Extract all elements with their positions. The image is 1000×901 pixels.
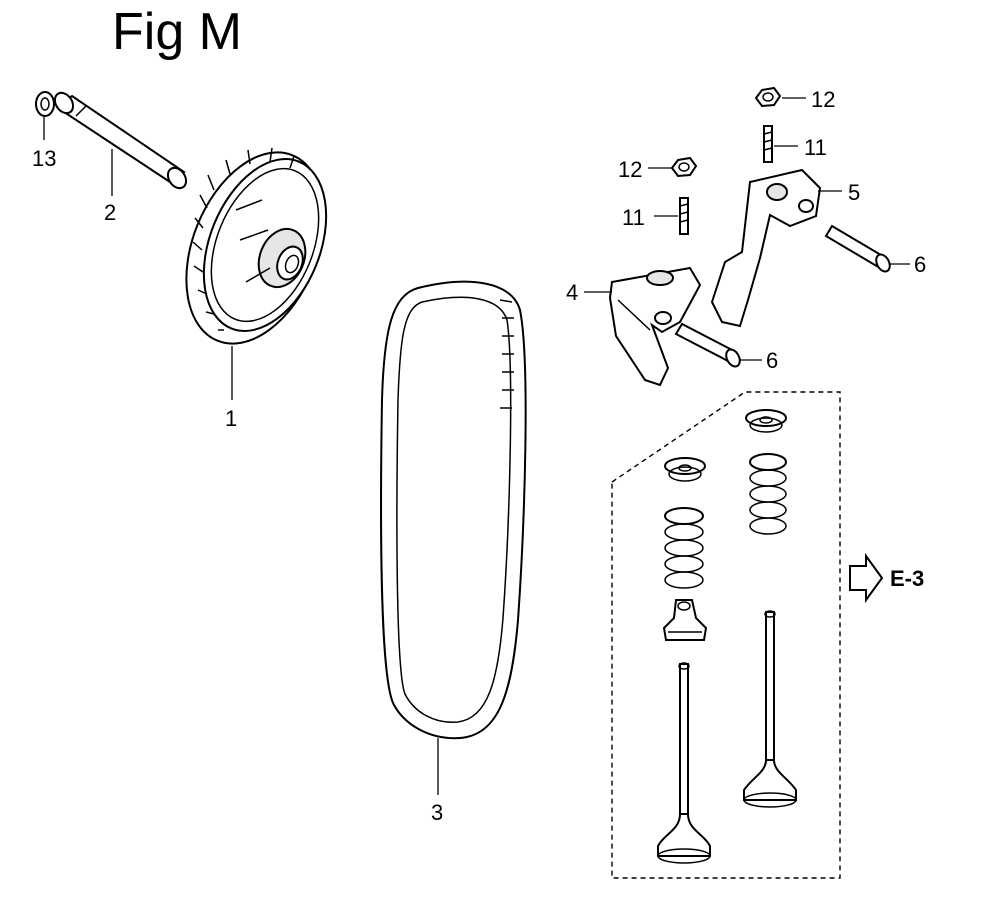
nut-12-right[interactable] — [754, 86, 782, 108]
rocker-arm-4[interactable] — [608, 266, 702, 387]
callout-1: 1 — [225, 406, 237, 431]
reference-label[interactable]: E-3 — [890, 566, 924, 591]
valve-spring-right[interactable] — [749, 453, 787, 535]
valve-right[interactable] — [743, 610, 797, 808]
callout-5: 5 — [848, 180, 860, 205]
valve-assembly-box — [611, 391, 841, 879]
valve-stem-seal-left[interactable] — [662, 599, 708, 641]
callout-12-left: 12 — [618, 157, 642, 182]
shaft-2[interactable] — [51, 89, 190, 191]
washer-13[interactable] — [35, 91, 55, 117]
valve-retainer-left[interactable] — [664, 457, 706, 482]
valve-spring-left[interactable] — [664, 507, 704, 589]
valve-retainer-right[interactable] — [745, 409, 787, 433]
timing-belt-3[interactable] — [380, 280, 527, 740]
callout-11-left: 11 — [622, 205, 645, 230]
callout-3: 3 — [431, 800, 443, 825]
pivot-bolt-6-upper[interactable] — [824, 224, 893, 274]
adjusting-screw-11-right[interactable] — [763, 125, 773, 163]
reference-arrow-icon[interactable] — [849, 552, 884, 604]
adjusting-screw-11-left[interactable] — [679, 197, 689, 235]
callout-4: 4 — [566, 280, 578, 305]
valve-left[interactable] — [657, 662, 711, 864]
callout-6-lower: 6 — [766, 348, 778, 373]
rocker-arm-5[interactable] — [710, 168, 822, 328]
cam-pulley-1[interactable] — [160, 132, 350, 364]
figure-title: Fig M — [112, 3, 242, 61]
callout-6-upper: 6 — [914, 252, 926, 277]
callout-13: 13 — [32, 146, 56, 171]
callout-2: 2 — [104, 200, 116, 225]
pivot-bolt-6-lower[interactable] — [674, 322, 743, 369]
nut-12-left[interactable] — [670, 156, 698, 178]
callout-11-right: 11 — [804, 135, 827, 160]
callout-12-right: 12 — [811, 87, 835, 112]
